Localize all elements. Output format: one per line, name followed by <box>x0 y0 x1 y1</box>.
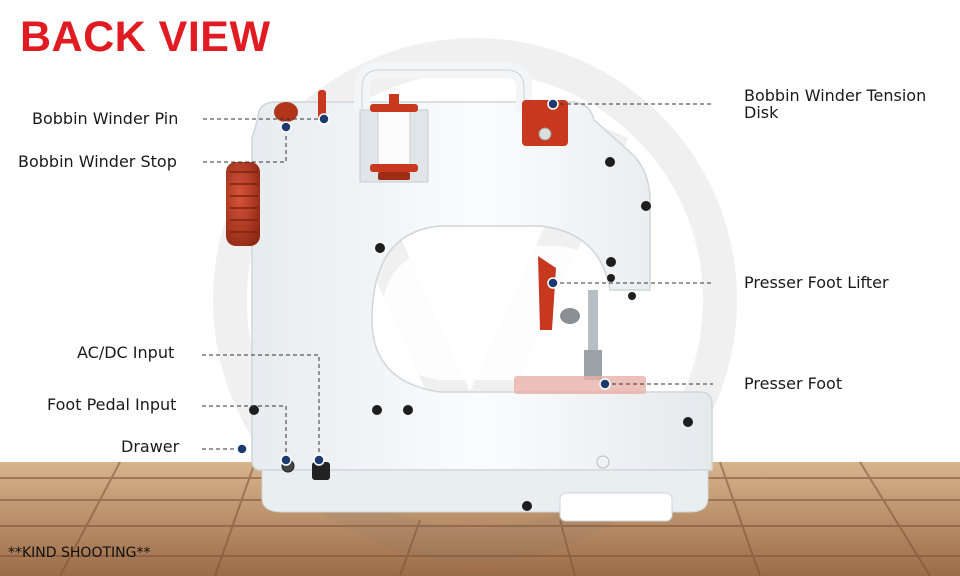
label-presser-foot: Presser Foot <box>744 374 843 393</box>
leader-lines <box>202 103 713 460</box>
label-presser-foot-lifter: Presser Foot Lifter <box>744 273 889 292</box>
sewing-machine <box>226 62 713 522</box>
label-bobbin-winder-tension-disk-line1: Bobbin Winder Tension <box>744 86 927 105</box>
label-bobbin-winder-stop: Bobbin Winder Stop <box>18 152 177 171</box>
label-bobbin-winder-pin: Bobbin Winder Pin <box>32 109 179 128</box>
callout-markers <box>236 98 611 466</box>
label-ac-dc-input: AC/DC Input <box>77 343 175 362</box>
footnote-kind-shooting: **KIND SHOOTING** <box>8 545 151 561</box>
label-bobbin-winder-tension-disk: Bobbin Winder Tension Disk <box>744 87 926 121</box>
label-bobbin-winder-tension-disk-line2: Disk <box>744 103 779 122</box>
label-foot-pedal-input: Foot Pedal Input <box>47 395 177 414</box>
label-drawer: Drawer <box>121 437 180 456</box>
page-title: BACK VIEW <box>20 13 271 61</box>
